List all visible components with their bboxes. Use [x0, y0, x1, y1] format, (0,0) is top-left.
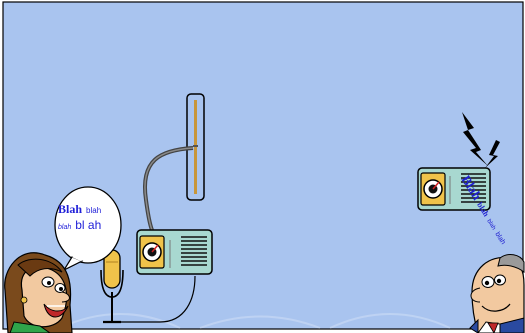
woman-speaker — [5, 253, 72, 333]
speech-word-1: Blah — [58, 202, 82, 216]
radio-word-3: blah — [485, 218, 496, 231]
speech-word-4: bl ah — [75, 218, 101, 232]
speech-word-2: blah — [86, 206, 101, 215]
speech-word-3: blah — [58, 224, 71, 231]
radio-word-4: blah — [493, 231, 506, 246]
radio-word-2: blah — [475, 201, 491, 219]
speech-bubble-text: Blah blah blah bl ah — [58, 202, 120, 235]
sky-background — [3, 2, 523, 329]
transmitter-radio — [137, 230, 212, 274]
